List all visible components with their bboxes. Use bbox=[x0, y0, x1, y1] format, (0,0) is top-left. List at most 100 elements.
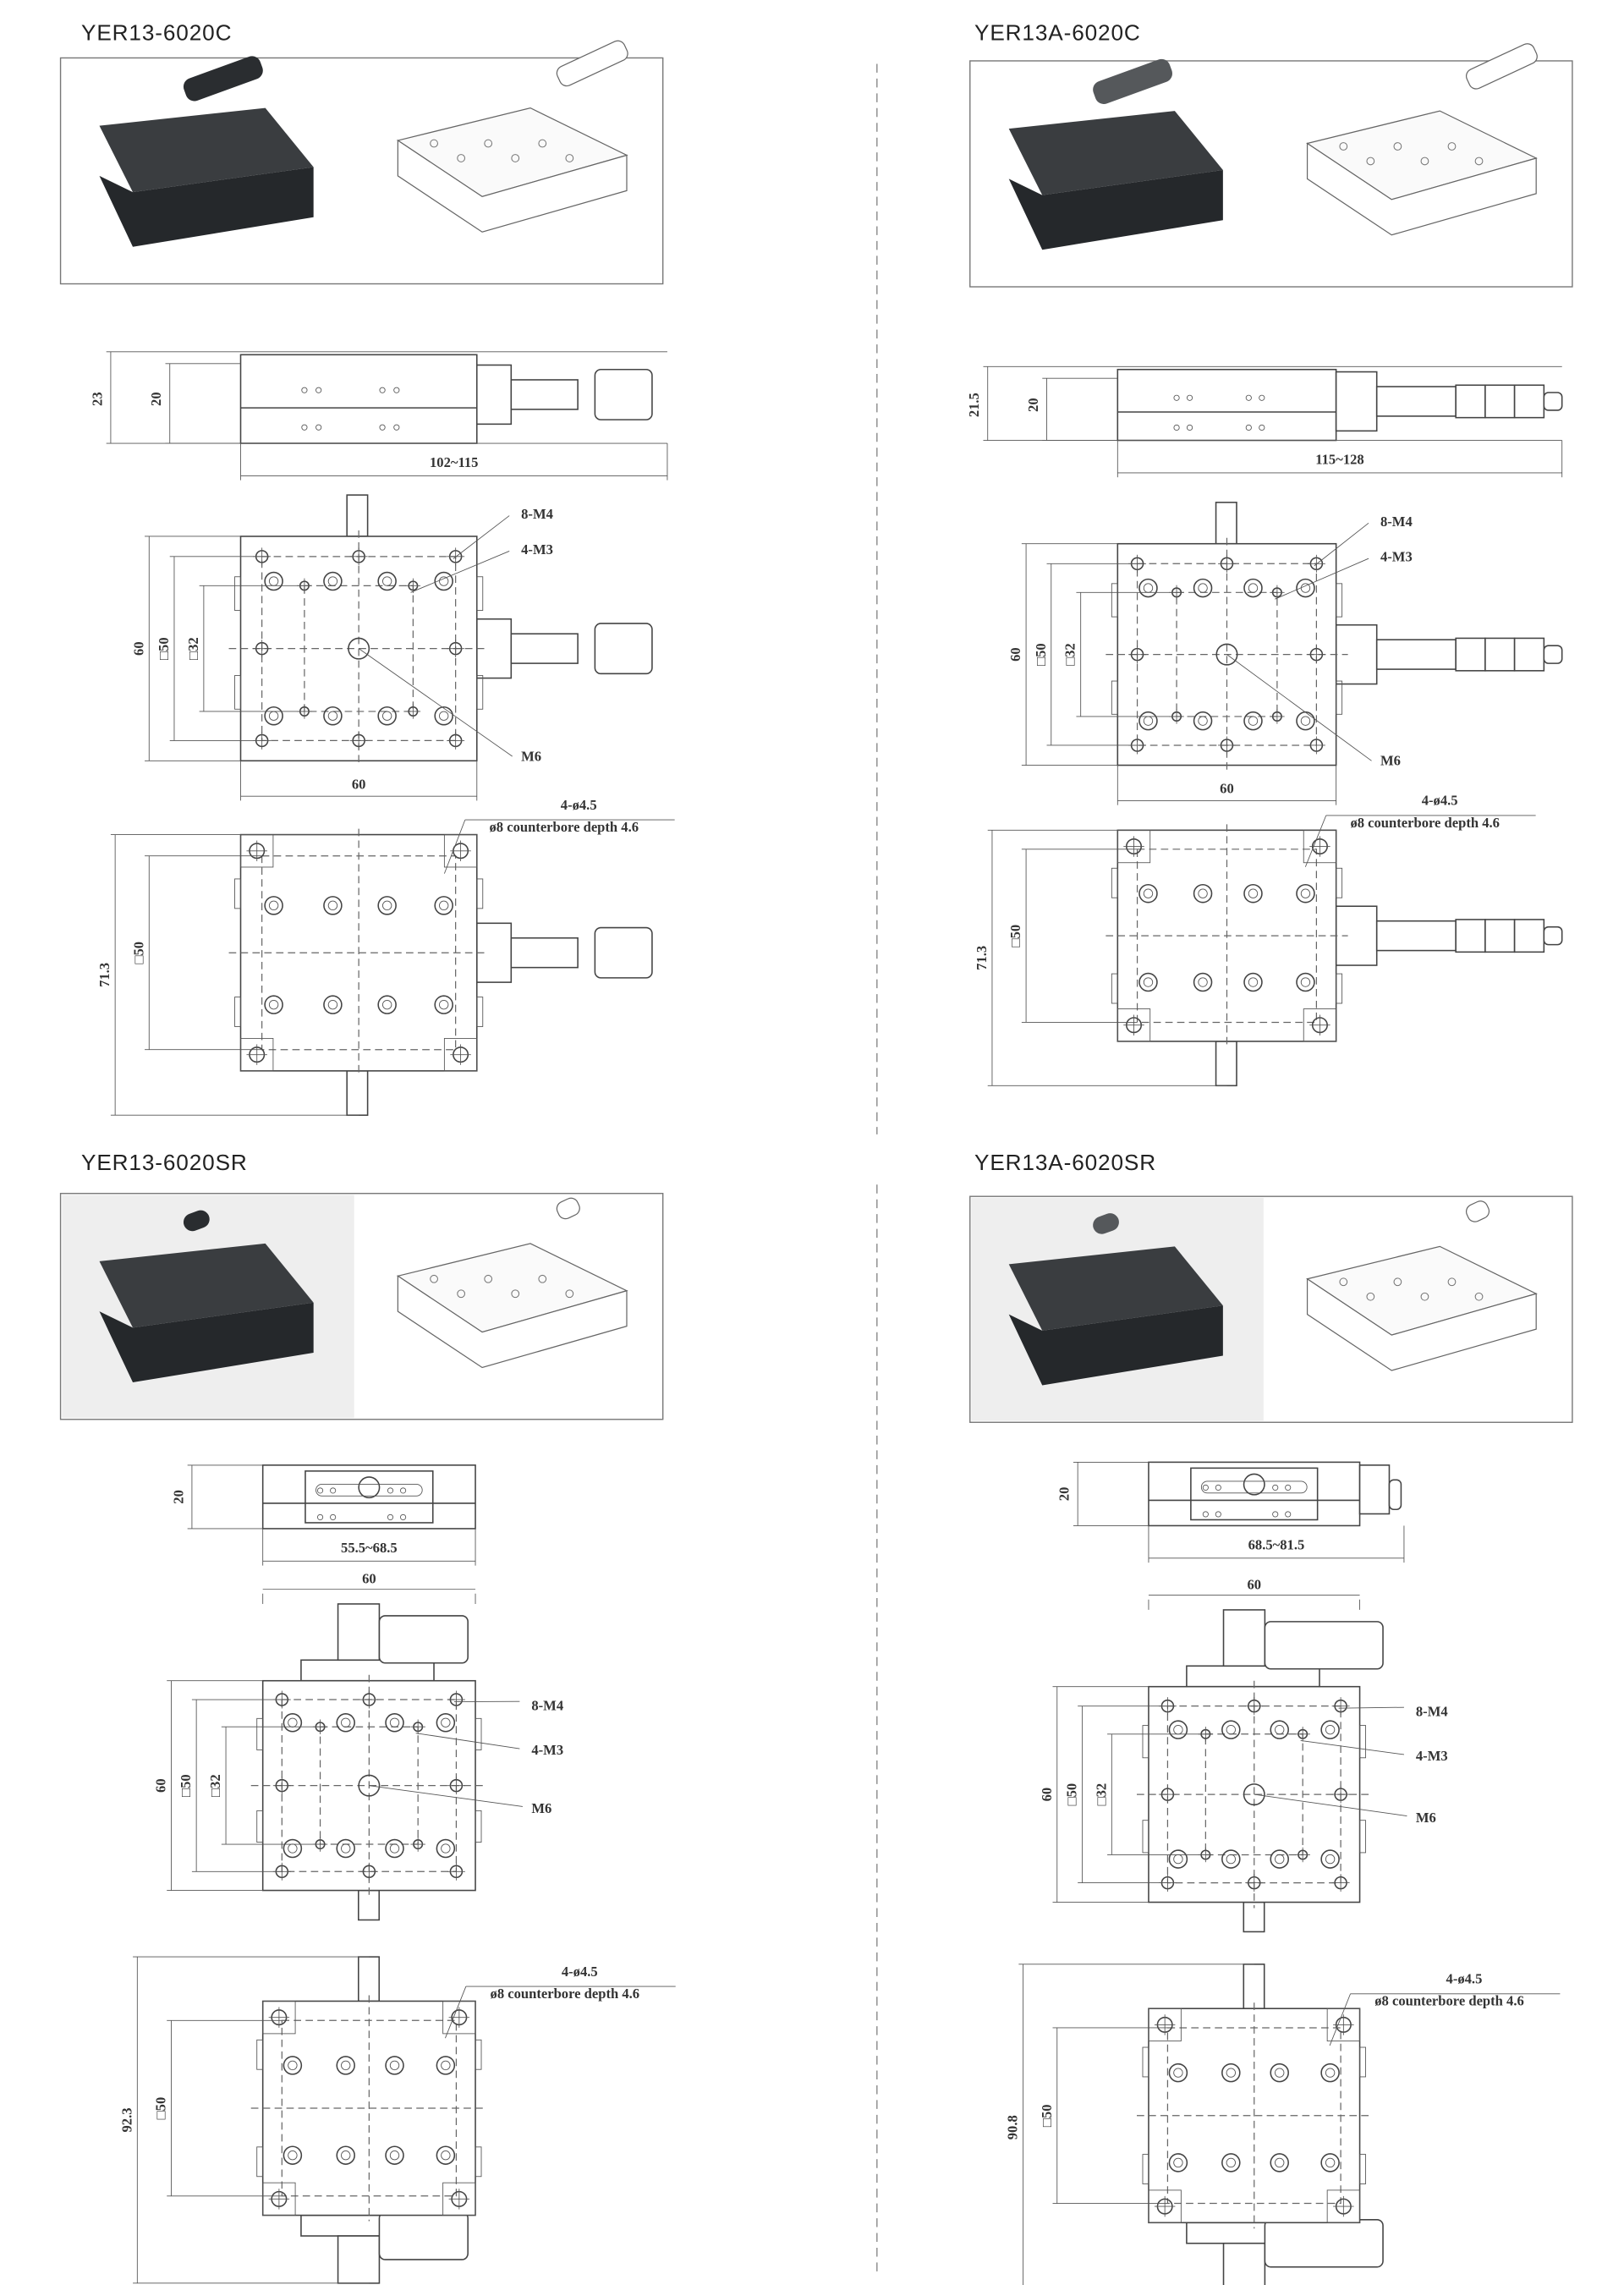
label-4-dia-4-5: 4-ø4.5 bbox=[1422, 793, 1458, 809]
counterbore-hole bbox=[436, 1713, 456, 1733]
corner-pocket bbox=[1148, 2008, 1182, 2042]
side-height-label: 20 bbox=[148, 392, 164, 406]
counterbore-hole bbox=[1320, 1720, 1340, 1739]
bottom-height-label: 90.8 bbox=[1005, 2115, 1021, 2139]
counterbore-inner bbox=[439, 576, 449, 586]
micrometer-end bbox=[1543, 645, 1563, 664]
counterbore-inner bbox=[341, 1717, 351, 1727]
top-square-outer-label: □50 bbox=[1063, 1783, 1079, 1806]
counterbore-inner bbox=[341, 2150, 351, 2161]
leader-line bbox=[1314, 522, 1369, 567]
drive-shaft bbox=[358, 1956, 381, 2002]
micrometer-barrel bbox=[1484, 919, 1516, 953]
counterbore-hole bbox=[323, 896, 343, 915]
counterbore-inner bbox=[1198, 716, 1208, 726]
label-4-dia-4-5: 4-ø4.5 bbox=[562, 1964, 598, 1980]
label-counterbore: ø8 counterbore depth 4.6 bbox=[1374, 1993, 1524, 2009]
knob-photo bbox=[183, 1210, 210, 1232]
top-square-inner-label: □32 bbox=[207, 1774, 223, 1797]
corner-pocket bbox=[240, 1038, 274, 1072]
knob-shaft bbox=[510, 379, 579, 410]
counterbore-hole bbox=[323, 706, 343, 726]
counterbore-inner bbox=[1325, 2068, 1336, 2078]
corner-pocket bbox=[1116, 1008, 1151, 1042]
counterbore-hole bbox=[1193, 883, 1213, 904]
counterbore-inner bbox=[439, 999, 449, 1010]
counterbore-hole bbox=[434, 571, 453, 591]
counterbore-inner bbox=[381, 576, 392, 586]
lock-screw bbox=[358, 1476, 381, 1499]
leader-line bbox=[445, 1986, 467, 2039]
side-body bbox=[239, 354, 478, 444]
product-block-4: YER13A-6020SR2068.5~81.56060□50□328-M44-… bbox=[969, 1150, 1573, 2285]
counterbore-hole bbox=[1270, 1849, 1289, 1869]
corner-pocket bbox=[1148, 2189, 1182, 2223]
counterbore-inner bbox=[1248, 888, 1259, 898]
counterbore-hole bbox=[1168, 1720, 1188, 1739]
leader-line bbox=[453, 515, 510, 559]
stage-photo-side bbox=[1008, 1305, 1223, 1386]
side-screw bbox=[256, 1810, 264, 1843]
micrometer-barrel bbox=[1455, 637, 1486, 672]
counterbore-inner bbox=[1143, 977, 1154, 987]
counterbore-hole bbox=[1221, 2063, 1241, 2083]
bottom-view: 90.8□504-ø4.5ø8 counterbore depth 4.6 bbox=[1005, 1964, 1561, 2285]
side-length-label: 102~115 bbox=[430, 454, 478, 470]
stage-line-side bbox=[397, 139, 628, 233]
side-screw bbox=[1142, 1820, 1149, 1854]
counterbore-inner bbox=[1173, 2157, 1183, 2168]
leader-line bbox=[1304, 815, 1327, 867]
side-screw bbox=[1111, 583, 1118, 618]
knob-photo bbox=[1093, 58, 1173, 105]
lock-plate bbox=[1190, 1467, 1319, 1521]
counterbore-hole bbox=[1320, 1849, 1340, 1869]
counterbore-hole bbox=[1243, 972, 1263, 992]
side-screw bbox=[1359, 1820, 1366, 1854]
counterbore-hole bbox=[1193, 972, 1213, 992]
corner-pocket bbox=[1303, 1008, 1337, 1042]
bottom-view: 71.3□504-ø4.5ø8 counterbore depth 4.6 bbox=[96, 797, 675, 1116]
corner-pocket bbox=[442, 2001, 476, 2035]
center-hole bbox=[1243, 1783, 1265, 1806]
counterbore-inner bbox=[1325, 1724, 1336, 1735]
bottom-square-label: □50 bbox=[130, 942, 146, 964]
side-screw bbox=[1142, 1725, 1149, 1759]
product-block-3: YER13-6020SR2055.5~68.56060□50□328-M44-M… bbox=[59, 1150, 676, 2284]
stage-line-side bbox=[1306, 1277, 1537, 1371]
counterbore-hole bbox=[1270, 2153, 1289, 2172]
label-4-m3: 4-M3 bbox=[1416, 1748, 1448, 1764]
side-length-label: 115~128 bbox=[1315, 451, 1363, 467]
corner-pocket bbox=[1326, 2189, 1360, 2223]
corner-pocket bbox=[262, 2182, 296, 2216]
counterbore-hole bbox=[283, 2056, 303, 2075]
bottom-height-label: 71.3 bbox=[96, 963, 112, 987]
label-4-m3: 4-M3 bbox=[521, 541, 553, 558]
knob-head bbox=[594, 623, 653, 675]
counterbore-hole bbox=[1243, 578, 1263, 598]
leader-line bbox=[1254, 1793, 1407, 1817]
knob-shaft bbox=[510, 633, 579, 664]
bottom-height-label: 71.3 bbox=[974, 946, 990, 970]
lock-slot bbox=[315, 1483, 423, 1497]
drive-shaft bbox=[358, 1889, 381, 1921]
knob-head bbox=[594, 926, 653, 979]
counterbore-hole bbox=[264, 571, 283, 591]
top-square-inner-label: □32 bbox=[185, 637, 201, 660]
center-hole bbox=[358, 1774, 381, 1797]
knob-line-render bbox=[556, 1197, 580, 1220]
counterbore-hole bbox=[264, 896, 283, 915]
counterbore-inner bbox=[1198, 977, 1208, 987]
knob-shaft bbox=[1375, 386, 1457, 417]
counterbore-inner bbox=[1226, 2068, 1236, 2078]
label-4-dia-4-5: 4-ø4.5 bbox=[1446, 1971, 1483, 1987]
side-length-label: 68.5~81.5 bbox=[1248, 1536, 1305, 1552]
knob-bracket bbox=[1335, 371, 1378, 432]
counterbore-hole bbox=[385, 1713, 404, 1733]
counterbore-inner bbox=[1275, 2068, 1285, 2078]
side-screw bbox=[476, 675, 484, 710]
side-screw bbox=[1111, 680, 1118, 715]
knob-bracket bbox=[1222, 1609, 1266, 1667]
knob-head bbox=[378, 1615, 469, 1664]
counterbore-inner bbox=[268, 999, 279, 1010]
